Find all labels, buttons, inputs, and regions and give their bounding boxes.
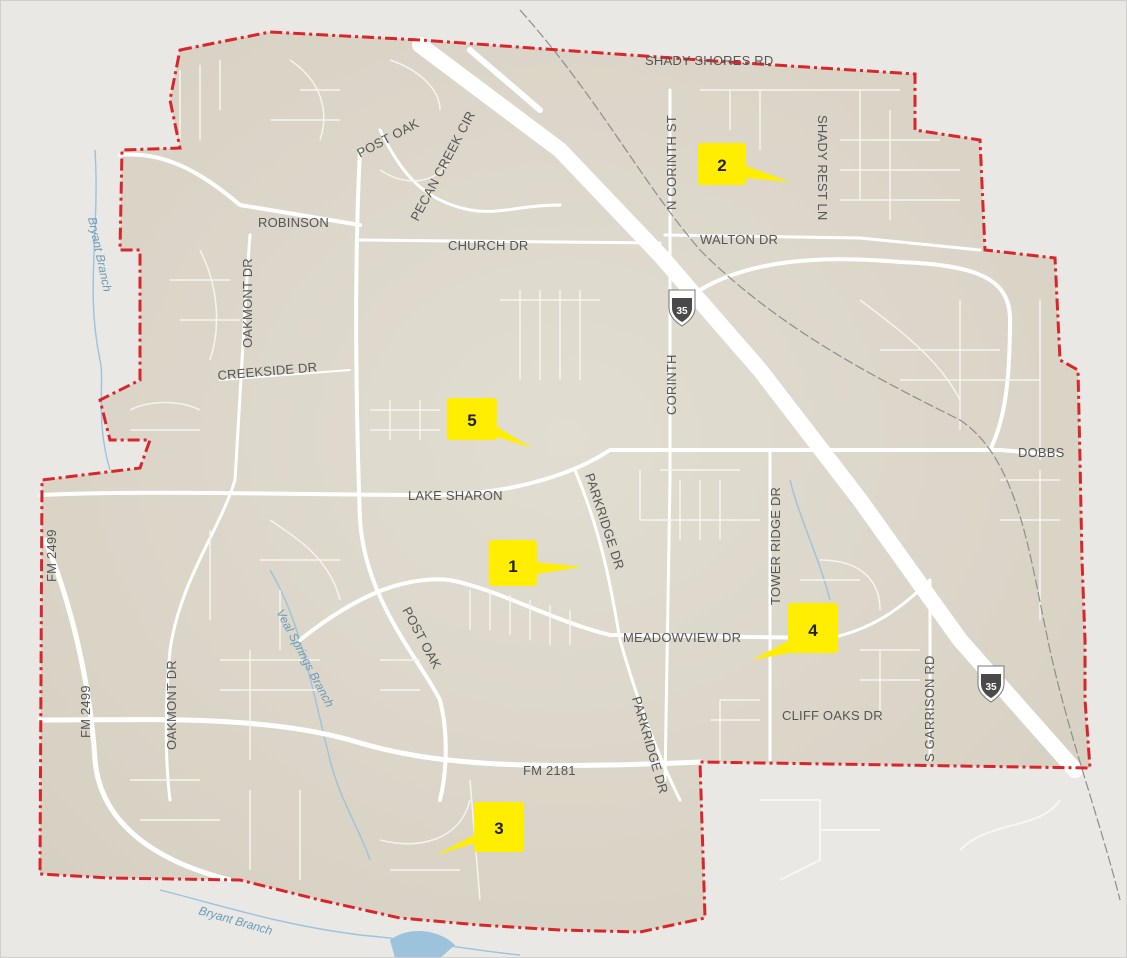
local-streets	[129, 59, 1060, 901]
shield-number: 35	[985, 682, 997, 693]
street-label: FM 2181	[523, 763, 576, 778]
street-label: S GARRISON RD	[922, 655, 937, 762]
road-network	[37, 37, 1083, 883]
street-label: MEADOWVIEW DR	[623, 630, 741, 645]
callout-number: 5	[467, 411, 476, 430]
city-area	[40, 32, 1090, 932]
callout-1[interactable]: 1	[489, 540, 582, 586]
callout-number: 1	[508, 557, 517, 576]
street-label: WALTON DR	[700, 232, 778, 247]
street-label: OAKMONT DR	[240, 258, 255, 348]
callout-4[interactable]: 4	[752, 603, 838, 660]
street-label: CLIFF OAKS DR	[782, 708, 883, 723]
shield-number: 35	[676, 306, 688, 317]
callout-number: 4	[808, 621, 818, 640]
street-label: FM 2499	[44, 529, 59, 582]
callout-number: 3	[494, 819, 503, 838]
street-label: CHURCH DR	[448, 238, 529, 253]
street-label: SHADY REST LN	[815, 115, 830, 220]
pond	[390, 930, 455, 958]
street-label: DOBBS	[1018, 445, 1065, 460]
outside-roads	[760, 799, 1061, 881]
street-label: ROBINSON	[258, 215, 329, 230]
callout-3[interactable]: 3	[436, 802, 524, 855]
interstate-shield-icon: 35	[668, 289, 696, 327]
street-label: CORINTH	[664, 354, 679, 415]
street-label: OAKMONT DR	[164, 660, 179, 750]
street-label: SHADY SHORES RD	[645, 53, 773, 68]
street-label: N CORINTH ST	[664, 115, 679, 210]
interstate-shield-icon: 35	[977, 665, 1005, 703]
callout-2[interactable]: 2	[698, 143, 790, 185]
street-label: FM 2499	[78, 685, 93, 738]
callout-number: 2	[717, 156, 726, 175]
street-label: LAKE SHARON	[408, 488, 503, 503]
city-boundary	[38, 30, 1092, 934]
railroad	[519, 9, 1121, 901]
callout-5[interactable]: 5	[447, 398, 532, 448]
street-label: TOWER RIDGE DR	[768, 487, 783, 605]
streams	[92, 149, 831, 956]
